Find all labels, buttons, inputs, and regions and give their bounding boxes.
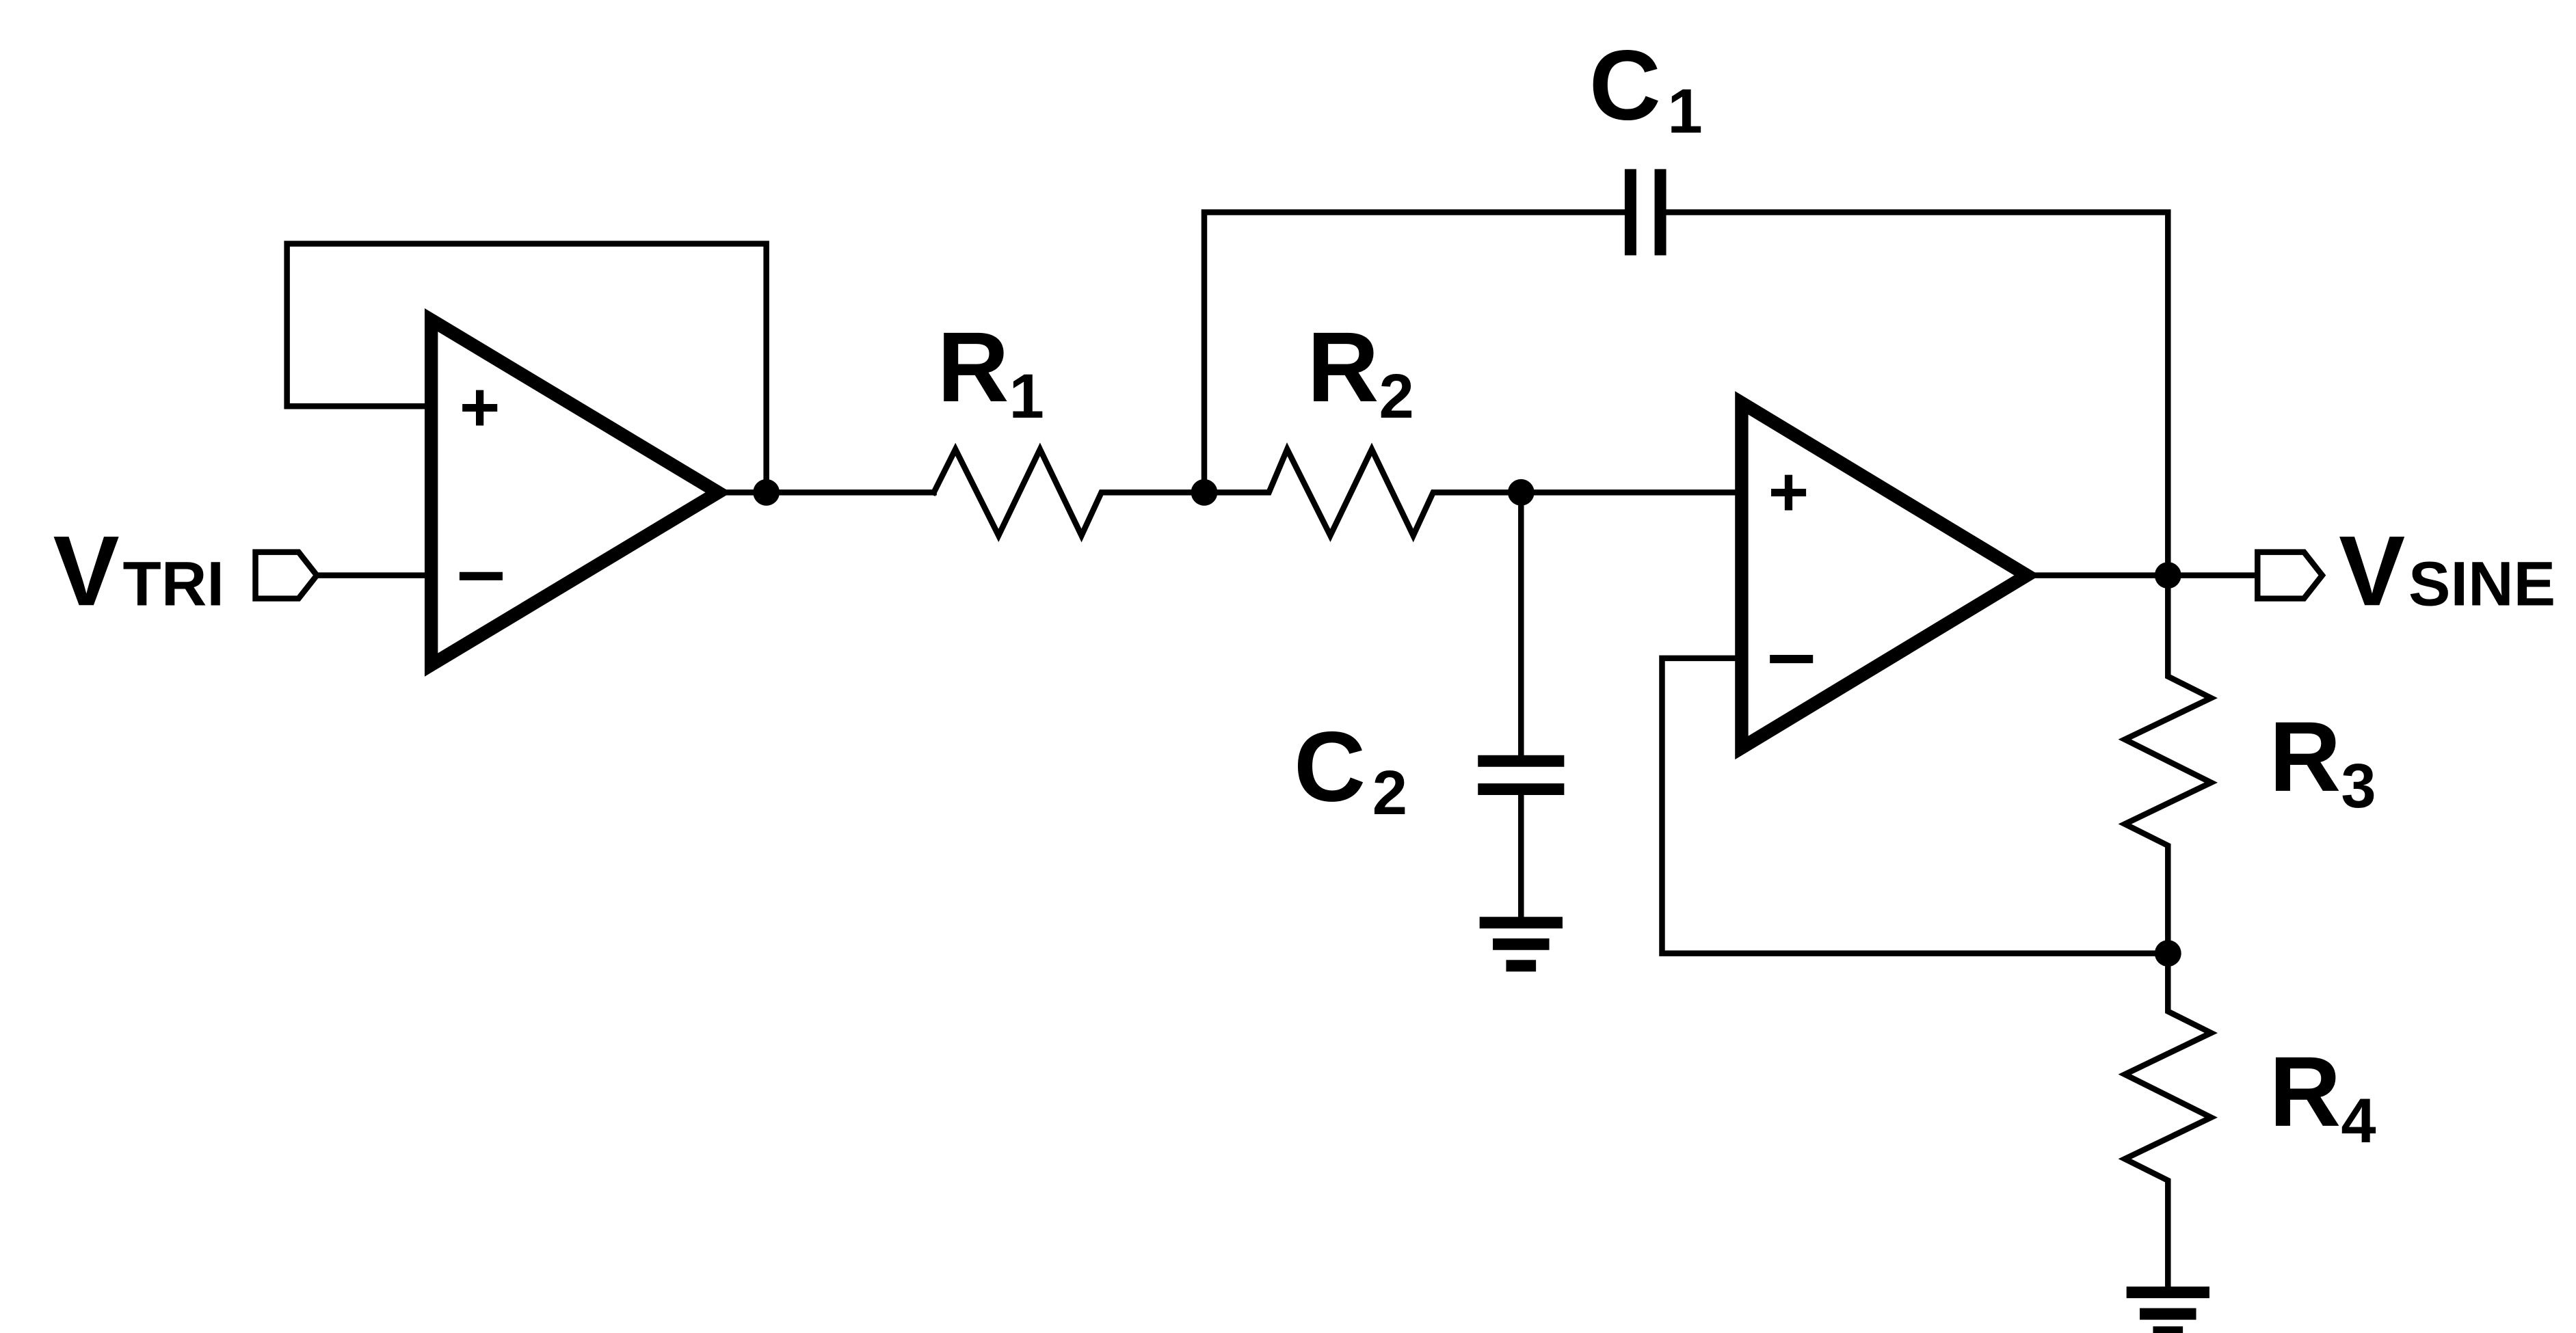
wire-filter-feedback — [1659, 655, 2171, 956]
output-port-arrow — [2255, 549, 2326, 602]
ground-c2-bar-1 — [1479, 917, 1563, 929]
c1-subscript: 1 — [1668, 76, 1703, 146]
ground-c2-bar-3 — [1506, 960, 1537, 972]
resistor-r1-zigzag — [929, 442, 1208, 543]
ground-symbol-c2 — [1479, 917, 1563, 972]
filter-opamp: + — [1659, 391, 2259, 956]
buffer-opamp-triangle — [424, 308, 732, 677]
junction-buffer-out — [753, 479, 780, 506]
r3-name: R — [2269, 701, 2341, 812]
input-port-arrow — [252, 549, 321, 602]
wire-c1-right — [1657, 209, 2171, 578]
c2-name: C — [1294, 710, 1366, 822]
buffer-opamp-minus-sign — [459, 571, 503, 580]
c2-subscript: 2 — [1372, 757, 1407, 828]
input-port-name: V — [53, 515, 120, 626]
buffer-opamp: + — [284, 241, 937, 677]
wire-buffer-feedback — [284, 241, 769, 496]
buffer-opamp-plus-sign: + — [460, 368, 500, 446]
resistor-r1: R1 — [929, 311, 1208, 543]
c1-name: C — [1589, 29, 1661, 141]
resistor-r1-label: R1 — [937, 311, 1044, 431]
resistor-r4: R4 — [2118, 950, 2376, 1295]
resistor-r3: R3 — [2118, 572, 2376, 956]
ground-r4-bar-2 — [2140, 1308, 2196, 1320]
wire-c1-left — [1201, 209, 1634, 496]
input-port-subscript: TRI — [123, 548, 224, 619]
r3-subscript: 3 — [2341, 751, 2376, 821]
resistor-r2: R2 — [1201, 311, 1524, 543]
filter-opamp-minus-sign — [1770, 655, 1814, 664]
resistor-r3-zigzag — [2118, 572, 2218, 956]
resistor-r4-zigzag — [2118, 950, 2218, 1295]
r4-name: R — [2269, 1036, 2341, 1147]
ground-r4-bar-3 — [2153, 1326, 2183, 1333]
r2-subscript: 2 — [1379, 361, 1413, 431]
resistor-r2-label: R2 — [1307, 311, 1413, 431]
ground-c2-bar-2 — [1493, 938, 1550, 950]
ground-r4-bar-1 — [2126, 1287, 2209, 1299]
resistor-r3-label: R3 — [2269, 701, 2376, 821]
filter-opamp-plus-sign: + — [1768, 453, 1809, 530]
r1-subscript: 1 — [1009, 361, 1044, 431]
ground-symbol-r4 — [2126, 1287, 2209, 1333]
r4-subscript: 4 — [2341, 1086, 2376, 1156]
output-port-name: V — [2339, 515, 2405, 626]
resistor-r2-zigzag — [1201, 442, 1524, 543]
output-port-subscript: SINE — [2408, 548, 2555, 619]
r1-name: R — [937, 311, 1009, 422]
resistor-r4-label: R4 — [2269, 1036, 2376, 1156]
filter-opamp-triangle — [1735, 391, 2040, 760]
r2-name: R — [1307, 311, 1379, 422]
